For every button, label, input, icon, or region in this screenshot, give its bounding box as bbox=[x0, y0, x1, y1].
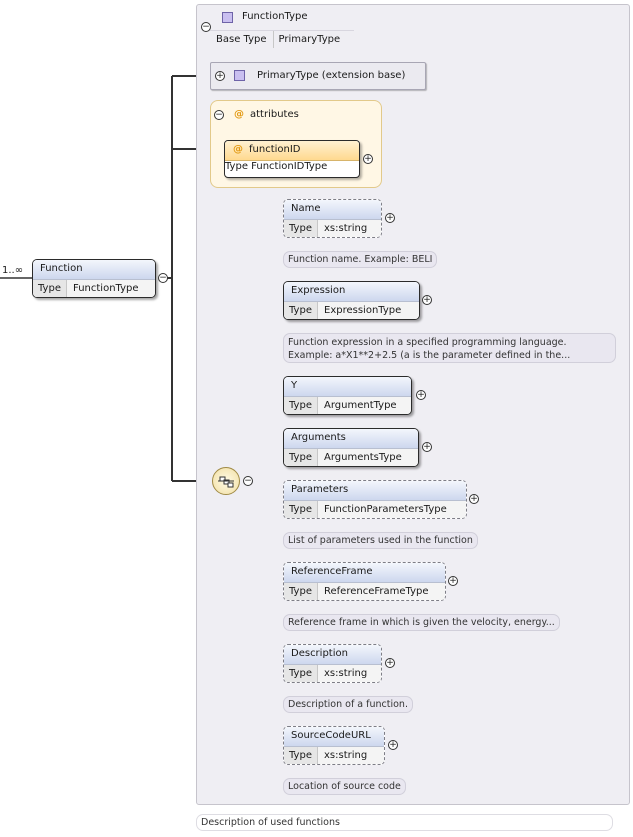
plus-circle-icon[interactable]: + bbox=[422, 295, 432, 305]
base-type-key: Base Type bbox=[210, 31, 274, 48]
type-key: Type bbox=[284, 449, 318, 466]
type-key: Type bbox=[284, 583, 318, 600]
minus-circle-icon[interactable]: − bbox=[243, 476, 253, 486]
root-element-name: Function bbox=[33, 260, 155, 280]
element-parameters[interactable]: Parameters Type FunctionParametersType bbox=[283, 480, 467, 519]
element-doc-note: List of parameters used in the function bbox=[283, 532, 478, 549]
plus-circle-icon[interactable]: + bbox=[215, 71, 225, 81]
plus-circle-icon[interactable]: + bbox=[363, 154, 373, 164]
attribute-type-value: FunctionIDType bbox=[251, 161, 328, 172]
plus-circle-icon[interactable]: + bbox=[385, 213, 395, 223]
extension-base-box[interactable] bbox=[210, 62, 426, 90]
type-key: Type bbox=[284, 302, 318, 319]
base-type-value: PrimaryType bbox=[278, 34, 341, 45]
at-sign-icon: @ bbox=[233, 144, 243, 155]
root-doc-note: Description of used functions bbox=[196, 814, 613, 831]
plus-circle-icon[interactable]: + bbox=[448, 576, 458, 586]
type-key: Type bbox=[284, 747, 318, 764]
root-type-value: FunctionType bbox=[73, 283, 139, 294]
root-type-key: Type bbox=[33, 280, 67, 297]
element-label: Y bbox=[284, 377, 411, 397]
doc-line-1: Function expression in a specified progr… bbox=[288, 337, 567, 348]
sequence-compositor-icon[interactable] bbox=[212, 467, 240, 495]
type-value: ArgumentsType bbox=[324, 452, 402, 463]
type-value: xs:string bbox=[324, 668, 368, 679]
cardinality-label: 1..∞ bbox=[2, 265, 24, 276]
extension-base-label: PrimaryType (extension base) bbox=[257, 70, 406, 81]
element-label: Arguments bbox=[284, 429, 418, 449]
element-label: Name bbox=[284, 200, 381, 220]
complex-type-panel bbox=[196, 4, 630, 805]
plus-circle-icon[interactable]: + bbox=[469, 494, 479, 504]
element-label: Description bbox=[284, 645, 381, 665]
element-doc-note: Description of a function. bbox=[283, 696, 413, 713]
root-element-function[interactable]: Function Type FunctionType bbox=[32, 259, 156, 298]
element-doc-note: Function name. Example: BELI bbox=[283, 251, 438, 268]
complex-type-icon bbox=[222, 12, 233, 23]
element-name[interactable]: Name Type xs:string bbox=[283, 199, 382, 238]
plus-circle-icon[interactable]: + bbox=[388, 740, 398, 750]
plus-circle-icon[interactable]: + bbox=[422, 442, 432, 452]
type-value: ArgumentType bbox=[324, 400, 397, 411]
plus-circle-icon[interactable]: + bbox=[416, 390, 426, 400]
element-referenceframe[interactable]: ReferenceFrame Type ReferenceFrameType bbox=[283, 562, 446, 601]
attributes-title: attributes bbox=[250, 109, 299, 120]
doc-line-2: Example: a*X1**2+2.5 (a is the parameter… bbox=[288, 350, 571, 361]
attribute-functionid[interactable]: @ functionID Type FunctionIDType bbox=[224, 140, 360, 178]
type-value: xs:string bbox=[324, 750, 368, 761]
type-key: Type bbox=[284, 397, 318, 414]
attribute-type-key: Type bbox=[225, 161, 248, 172]
type-value: FunctionParametersType bbox=[324, 504, 447, 515]
element-doc-note: Location of source code bbox=[283, 778, 406, 795]
complex-type-icon bbox=[234, 70, 245, 81]
at-sign-icon: @ bbox=[234, 109, 244, 120]
element-label: Expression bbox=[284, 282, 419, 302]
type-value: ExpressionType bbox=[324, 305, 402, 316]
element-label: Parameters bbox=[284, 481, 466, 501]
element-doc-note: Reference frame in which is given the ve… bbox=[283, 614, 560, 631]
type-key: Type bbox=[284, 665, 318, 682]
element-description[interactable]: Description Type xs:string bbox=[283, 644, 382, 683]
type-value: xs:string bbox=[324, 223, 368, 234]
element-doc-note: Function expression in a specified progr… bbox=[283, 333, 616, 363]
plus-circle-icon[interactable]: + bbox=[385, 658, 395, 668]
minus-circle-icon[interactable]: − bbox=[158, 273, 168, 283]
minus-circle-icon[interactable]: − bbox=[214, 110, 224, 120]
type-value: ReferenceFrameType bbox=[324, 586, 429, 597]
minus-circle-icon[interactable]: − bbox=[201, 22, 211, 32]
element-sourcecodeurl[interactable]: SourceCodeURL Type xs:string bbox=[283, 726, 385, 765]
element-y[interactable]: Y Type ArgumentType bbox=[283, 376, 412, 415]
element-label: ReferenceFrame bbox=[284, 563, 445, 583]
element-label: SourceCodeURL bbox=[284, 727, 384, 747]
base-type-row: Base Type PrimaryType bbox=[210, 30, 354, 48]
type-key: Type bbox=[284, 501, 318, 518]
complex-type-title: FunctionType bbox=[242, 11, 308, 22]
element-arguments[interactable]: Arguments Type ArgumentsType bbox=[283, 428, 419, 467]
attribute-name: functionID bbox=[249, 144, 301, 155]
type-key: Type bbox=[284, 220, 318, 237]
element-expression[interactable]: Expression Type ExpressionType bbox=[283, 281, 420, 320]
